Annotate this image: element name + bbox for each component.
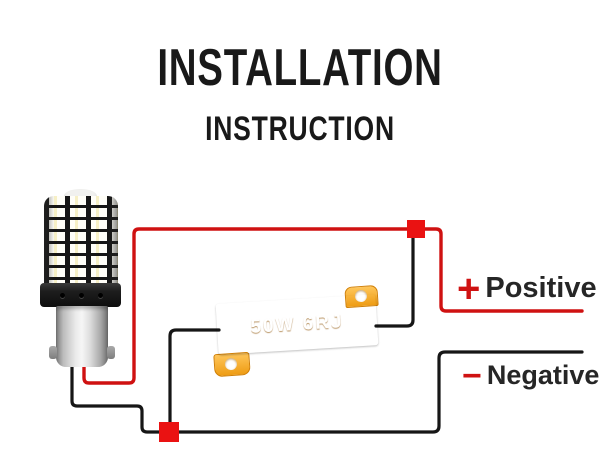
- bulb-collar: [40, 283, 121, 307]
- positive-terminal-label: + Positive: [457, 266, 597, 311]
- collar-vent-dot: [98, 293, 103, 298]
- bulb-led-array: [44, 196, 118, 287]
- resistor-mount-tab-bottom-left: [213, 351, 251, 378]
- resistor-body: 50W 6RJ: [216, 294, 379, 355]
- plus-icon: +: [457, 266, 481, 311]
- bayonet-pin-right: [107, 346, 115, 359]
- top-connector-node: [407, 220, 425, 238]
- resistor-rating-label: 50W 6RJ: [249, 310, 345, 338]
- collar-vent-dot: [60, 293, 65, 298]
- negative-wire-bulb-segment: [70, 365, 162, 434]
- collar-vent-dot: [79, 293, 84, 298]
- negative-terminal-label: − Negative: [462, 356, 600, 395]
- page-subtitle: INSTRUCTION: [205, 110, 395, 148]
- bottom-connector-node: [159, 422, 179, 442]
- positive-text: Positive: [485, 272, 597, 304]
- positive-wire-terminal-segment: [422, 227, 584, 313]
- resistor-left-lead: [168, 328, 221, 424]
- minus-icon: −: [462, 356, 482, 395]
- bayonet-pin-left: [49, 346, 57, 359]
- bulb-metal-base: [56, 306, 108, 367]
- page-title: INSTALLATION: [157, 39, 443, 97]
- positive-wire-bulb-segment: [82, 227, 410, 385]
- resistor-right-lead: [374, 236, 415, 328]
- negative-wire-terminal-segment: [177, 350, 584, 434]
- negative-text: Negative: [486, 360, 600, 390]
- mount-hole: [224, 357, 238, 371]
